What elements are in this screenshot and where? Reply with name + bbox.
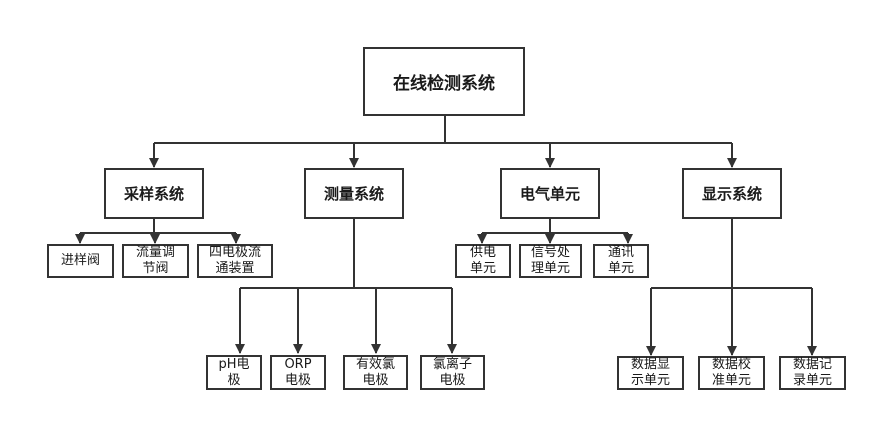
node-label: 显示系统 (701, 185, 762, 203)
node-sampling-system: 采样系统 (104, 168, 204, 219)
node-label: 流量调 节阀 (135, 245, 175, 276)
node-label: 氯离子 电极 (432, 356, 472, 388)
node-label: 进样阀 (60, 253, 100, 268)
node-chloride-ion-electrode: 氯离子 电极 (420, 355, 485, 390)
node-display-system: 显示系统 (682, 168, 782, 219)
root-node: 在线检测系统 (363, 47, 525, 116)
node-data-display-unit: 数据显 示单元 (617, 356, 684, 390)
node-electrical-unit: 电气单元 (500, 168, 600, 219)
node-label: 数据显 示单元 (630, 357, 670, 388)
node-label: 数据记 录单元 (792, 357, 832, 388)
node-data-recording-unit: 数据记 录单元 (779, 356, 846, 390)
node-ph-electrode: pH电 极 (206, 355, 262, 390)
node-available-chlorine-electrode: 有效氯 电极 (343, 355, 408, 390)
node-signal-processing-unit: 信号处 理单元 (519, 244, 582, 278)
node-label: 电气单元 (519, 185, 580, 203)
node-four-electrode-flow-device: 四电极流 通装置 (197, 244, 273, 278)
node-inlet-valve: 进样阀 (47, 244, 114, 278)
node-label: 采样系统 (123, 185, 184, 203)
node-orp-electrode: ORP 电极 (270, 355, 326, 390)
node-data-calibration-unit: 数据校 准单元 (698, 356, 765, 390)
node-label: pH电 极 (218, 356, 250, 388)
root-label: 在线检测系统 (393, 74, 495, 94)
node-power-supply-unit: 供电 单元 (455, 244, 511, 278)
node-label: 通讯 单元 (607, 245, 634, 276)
node-label: 测量系统 (323, 185, 384, 203)
node-communication-unit: 通讯 单元 (593, 244, 649, 278)
node-label: ORP 电极 (284, 356, 312, 388)
node-label: 供电 单元 (469, 245, 496, 276)
node-label: 四电极流 通装置 (208, 245, 261, 276)
node-label: 信号处 理单元 (530, 245, 570, 276)
node-measuring-system: 测量系统 (304, 168, 404, 219)
node-flow-regulating-valve: 流量调 节阀 (122, 244, 189, 278)
node-label: 有效氯 电极 (355, 356, 395, 388)
node-label: 数据校 准单元 (711, 357, 751, 388)
